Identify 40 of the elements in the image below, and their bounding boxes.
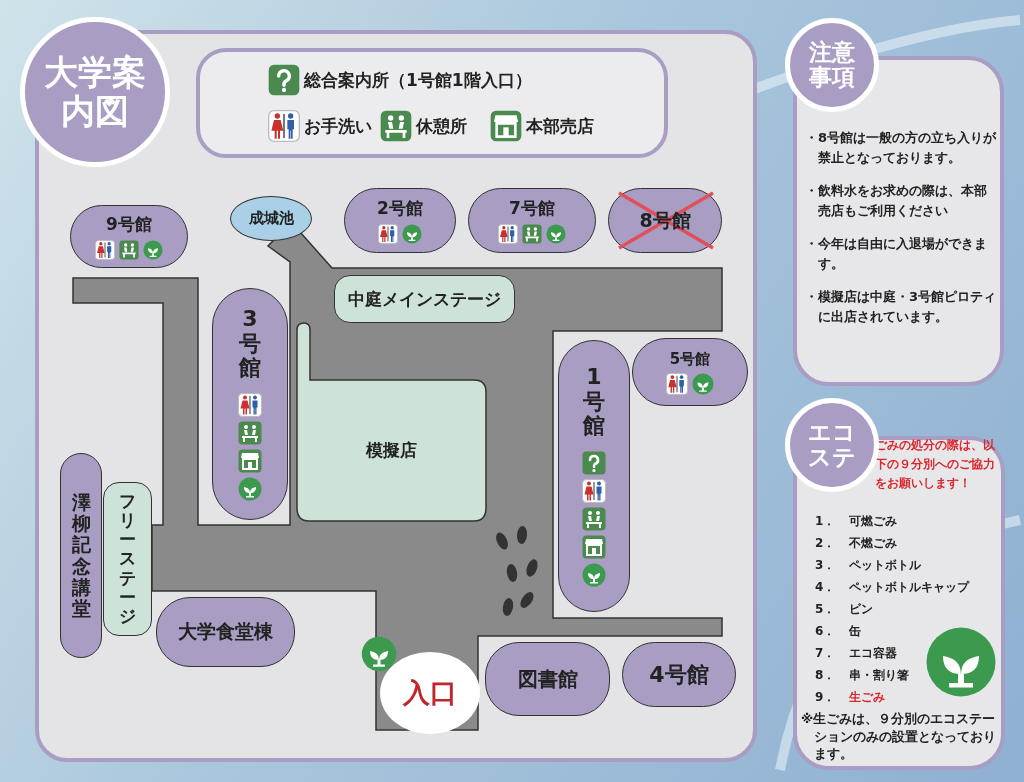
place-name: フリーステージ — [118, 492, 137, 626]
notice-text: ・模擬店は中庭・3号館ピロティに出店されています。 — [805, 288, 998, 326]
building — [60, 453, 102, 658]
section-heading: 注意事項 — [785, 18, 879, 112]
building-name: 7号館 — [509, 197, 555, 220]
notice-text: ・8号館は一般の方の立ち入りが禁止となっております。 — [805, 129, 998, 167]
building-name: 澤柳記念講堂 — [71, 491, 91, 620]
footnote: ※生ごみは、９分別のエコステーションのみの設置となっております。 — [801, 710, 997, 763]
legend-label: 総合案内所（1号館1階入口） — [304, 68, 532, 92]
list-item: 2．不燃ごみ — [815, 535, 898, 552]
list-item: 7．エコ容器 — [815, 645, 898, 662]
place-name: 成城池 — [248, 209, 294, 228]
list-item: 4．ペットボトルキャップ — [815, 579, 971, 596]
list-item: 9．生ごみ — [815, 689, 886, 706]
stage-area — [103, 482, 152, 636]
legend-label: お手洗い — [304, 114, 372, 138]
list-item: 3．ペットボトル — [815, 557, 922, 574]
legend-label: 本部売店 — [526, 114, 594, 138]
legend-label: 休憩所 — [416, 114, 467, 138]
building-name: 3号館 — [238, 307, 262, 381]
building-name: 4号館 — [649, 660, 709, 689]
building-name: 図書館 — [517, 665, 578, 693]
building-name: 大学食堂棟 — [178, 619, 273, 644]
place-name: 模擬店 — [366, 438, 417, 462]
building-name: 5号館 — [669, 349, 711, 369]
place-name: 中庭メインステージ — [348, 287, 501, 311]
building-name: 2号館 — [377, 197, 423, 220]
place-name: 入口 — [403, 676, 457, 710]
building-name: 9号館 — [106, 213, 152, 236]
notice-text: ・飲料水をお求めの際は、本部売店もご利用ください — [805, 182, 988, 220]
list-item: 5．ビン — [815, 601, 874, 618]
map-title: 大学案内図 — [20, 17, 170, 167]
list-item: 8．串・割り箸 — [815, 667, 910, 684]
list-item: 6．缶 — [815, 623, 862, 640]
stage-area — [334, 275, 515, 323]
building-name: 1号館 — [582, 365, 606, 439]
stall-area — [296, 322, 487, 522]
notice-text: ・今年は自由に入退場ができます。 — [805, 235, 988, 273]
building-name: 8号館 — [639, 207, 691, 233]
list-item: 1．可燃ごみ — [815, 513, 898, 530]
